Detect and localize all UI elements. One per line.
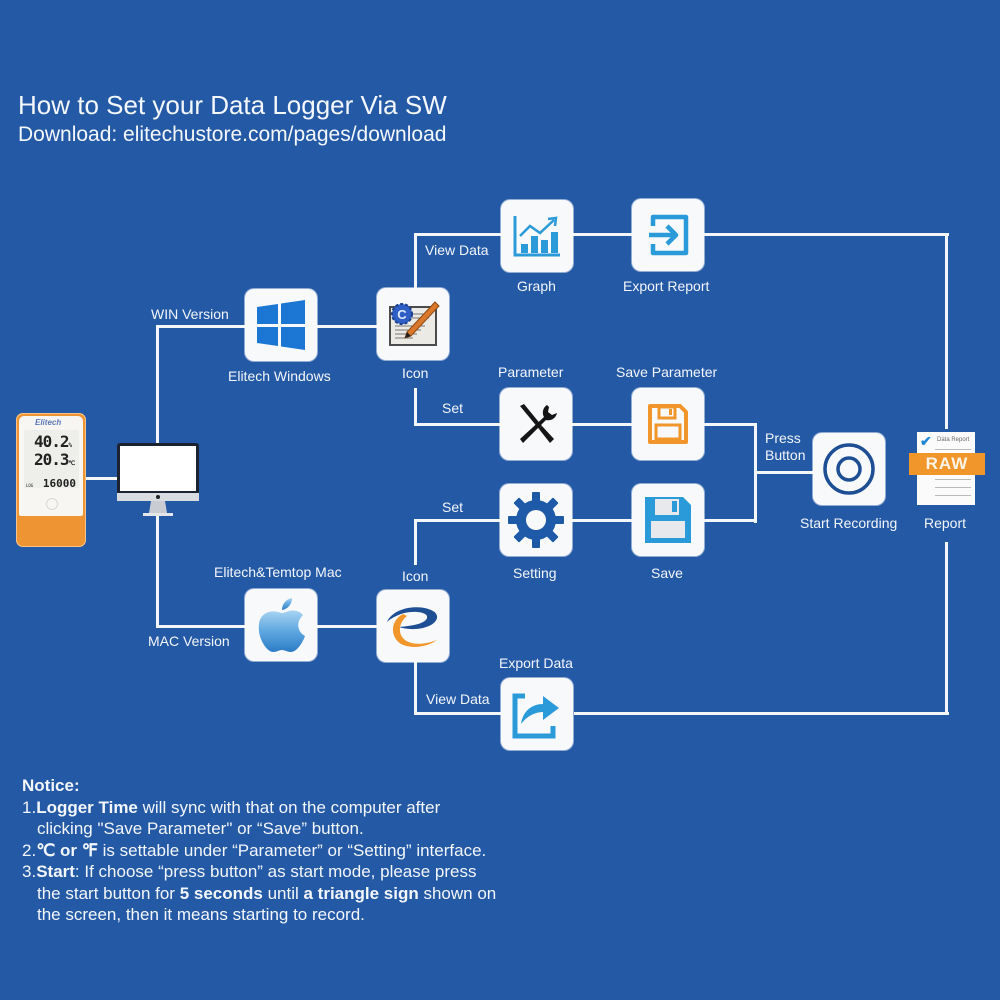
notice-item-1: 1.Logger Time will sync with that on the… bbox=[22, 797, 441, 817]
notice-item-3: 3.Start: If choose “press button” as sta… bbox=[22, 862, 477, 881]
download-link[interactable]: Download: elitechustore.com/pages/downlo… bbox=[18, 123, 447, 146]
notice-item-1-cont: clicking "Save Parameter" or “Save” butt… bbox=[37, 819, 364, 838]
export-report-label: Export Report bbox=[623, 278, 710, 294]
mac-software-icon-tile[interactable] bbox=[377, 590, 449, 662]
line-win-icon-up bbox=[414, 233, 417, 289]
mac-view-data-label: View Data bbox=[426, 691, 490, 707]
win-view-data-label: View Data bbox=[425, 242, 489, 258]
elitech-windows-label: Elitech Windows bbox=[228, 368, 331, 384]
press-button-label-line-1: Press bbox=[765, 430, 801, 446]
line-set-parameter bbox=[414, 423, 502, 426]
line-mac-icon-up bbox=[414, 519, 417, 565]
notice-title: Notice: bbox=[22, 776, 80, 795]
line-mac-icon-down bbox=[414, 662, 417, 715]
notice-item-3-cont-2: the screen, then it means starting to re… bbox=[37, 905, 365, 924]
press-button-label: Press Button bbox=[765, 430, 805, 464]
line-device-monitor bbox=[84, 477, 120, 480]
line-left-vertical-lower bbox=[156, 516, 159, 628]
line-left-vertical bbox=[156, 326, 159, 446]
line-setting-save bbox=[572, 519, 634, 522]
report-icon[interactable]: ✔ Data Report RAW bbox=[909, 430, 985, 508]
export-arrow-icon bbox=[649, 214, 689, 256]
line-win-to-icon bbox=[317, 325, 379, 328]
checkmark-icon: ✔ bbox=[920, 433, 932, 449]
notice-item-2: 2.℃ or ℉ is settable under “Parameter” o… bbox=[22, 840, 487, 860]
record-circle-icon bbox=[823, 443, 875, 495]
line-export-data-right bbox=[574, 712, 949, 715]
line-win-branch bbox=[156, 325, 246, 328]
save-parameter-tile[interactable] bbox=[632, 388, 704, 460]
parameter-tile[interactable] bbox=[500, 388, 572, 460]
mac-version-label: MAC Version bbox=[148, 633, 230, 649]
screwdriver-wrench-icon bbox=[520, 404, 557, 443]
save-parameter-label: Save Parameter bbox=[616, 364, 718, 380]
notice-item-3-cont: the start button for 5 seconds until a t… bbox=[37, 883, 497, 903]
graph-tile[interactable] bbox=[501, 200, 573, 272]
floppy-disk-orange-icon bbox=[648, 404, 688, 444]
gear-icon bbox=[508, 492, 564, 548]
mac-app-tile[interactable] bbox=[245, 589, 317, 661]
press-button-label-line-2: Button bbox=[765, 447, 806, 463]
export-report-tile[interactable] bbox=[632, 199, 704, 271]
save-tile[interactable] bbox=[632, 484, 704, 556]
line-set-setting bbox=[414, 519, 502, 522]
device-start-button[interactable] bbox=[46, 498, 58, 510]
win-software-icon-tile[interactable]: C bbox=[377, 288, 449, 360]
report-header-text: Data Report bbox=[937, 437, 970, 443]
line-param-save bbox=[572, 423, 634, 426]
data-logger-device: Elitech 40.2% 20.3℃ LOG 16000 bbox=[16, 413, 86, 547]
chart-graph-icon bbox=[513, 216, 560, 257]
line-saveparam-junction bbox=[704, 423, 757, 426]
setting-tile[interactable] bbox=[500, 484, 572, 556]
computer-monitor-icon bbox=[117, 443, 199, 521]
mac-app-label: Elitech&Temtop Mac bbox=[214, 564, 342, 580]
device-reading-humidity: 40.2% bbox=[34, 432, 72, 451]
windows-logo-icon bbox=[257, 300, 305, 350]
start-recording-tile[interactable] bbox=[813, 433, 885, 505]
line-mac-to-icon bbox=[317, 625, 379, 628]
setting-label: Setting bbox=[513, 565, 557, 581]
line-mac-branch bbox=[156, 625, 246, 628]
elitech-windows-tile[interactable] bbox=[245, 289, 317, 361]
raw-badge: RAW bbox=[909, 453, 985, 475]
svg-text:C: C bbox=[397, 307, 407, 322]
notice-section: Notice: 1.Logger Time will sync with tha… bbox=[22, 775, 496, 926]
line-right-vertical-top bbox=[945, 233, 948, 429]
device-reading-log: LOG 16000 bbox=[26, 477, 76, 490]
parameter-label: Parameter bbox=[498, 364, 564, 380]
software-pencil-document-icon: C bbox=[389, 301, 440, 346]
line-junction-start bbox=[754, 471, 814, 474]
report-label: Report bbox=[924, 515, 967, 531]
start-recording-label: Start Recording bbox=[800, 515, 898, 531]
device-reading-temperature: 20.3℃ bbox=[34, 450, 75, 469]
line-export-report-right bbox=[704, 233, 949, 236]
export-data-tile[interactable] bbox=[501, 678, 573, 750]
page-title: How to Set your Data Logger Via SW bbox=[18, 90, 447, 120]
export-data-label: Export Data bbox=[499, 655, 573, 671]
elitech-e-logo-icon bbox=[387, 607, 438, 647]
save-label: Save bbox=[651, 565, 683, 581]
floppy-disk-blue-icon bbox=[645, 497, 691, 543]
win-set-label: Set bbox=[442, 400, 464, 416]
graph-label: Graph bbox=[517, 278, 556, 294]
line-graph-export bbox=[572, 233, 634, 236]
win-icon-label: Icon bbox=[402, 365, 429, 381]
line-right-vertical-bottom bbox=[945, 542, 948, 715]
line-view-data-top bbox=[414, 233, 502, 236]
mac-set-label: Set bbox=[442, 499, 464, 515]
device-brand: Elitech bbox=[35, 418, 62, 427]
line-win-icon-down bbox=[414, 388, 417, 426]
apple-logo-icon bbox=[258, 598, 305, 652]
raw-badge-text: RAW bbox=[925, 454, 969, 473]
mac-icon-label: Icon bbox=[402, 568, 429, 584]
win-version-label: WIN Version bbox=[151, 306, 229, 322]
line-view-data-bottom bbox=[414, 712, 502, 715]
share-export-icon bbox=[512, 693, 559, 739]
line-save-junction bbox=[704, 519, 757, 522]
